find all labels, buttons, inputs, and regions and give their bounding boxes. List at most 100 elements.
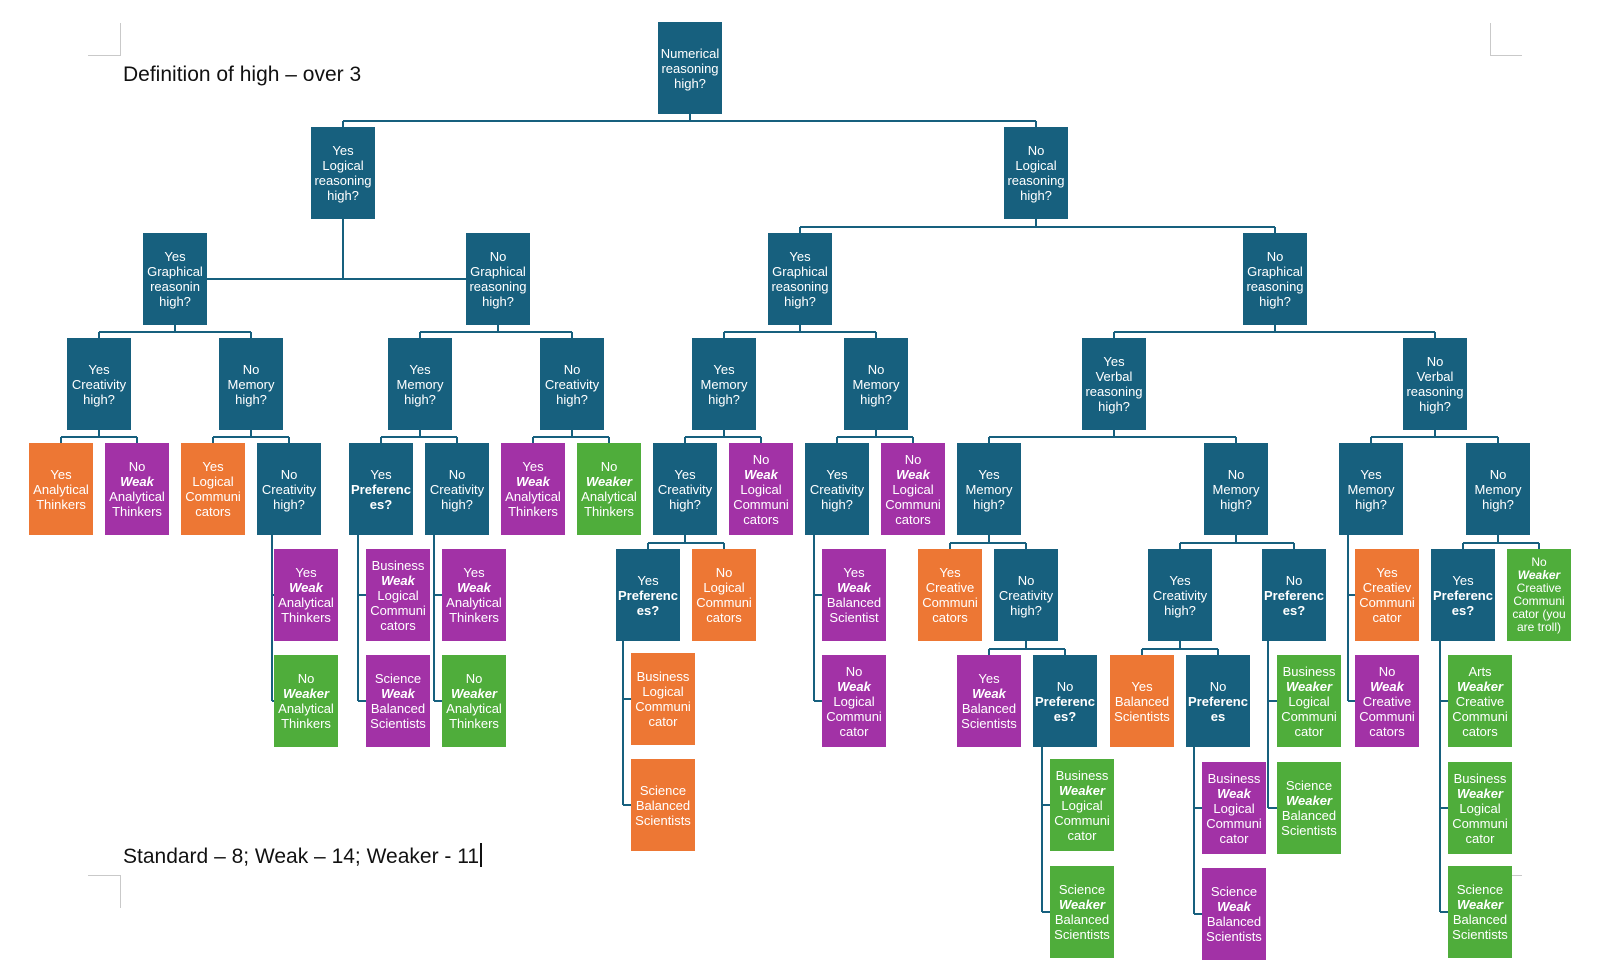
node-text: Communi xyxy=(1206,815,1262,831)
node-text: Memory xyxy=(227,376,275,392)
node-text: No xyxy=(1426,354,1444,369)
node-text: Science xyxy=(1210,884,1258,899)
node-text: Business xyxy=(1282,663,1336,679)
node-text: Science xyxy=(374,671,422,686)
node-text: high? xyxy=(1164,602,1196,618)
node-text: No xyxy=(1027,143,1045,158)
node-text: Communi xyxy=(1452,708,1508,724)
node-text: cators xyxy=(932,610,968,625)
node-text: Thinkers xyxy=(508,504,558,519)
node-text: reasoning xyxy=(1085,384,1143,399)
node-text: Scientists xyxy=(1452,927,1508,942)
node-text: cators xyxy=(380,617,416,633)
node-text: Memory xyxy=(1474,481,1522,497)
node-text: No xyxy=(242,361,260,377)
node-text: Yes xyxy=(1131,678,1153,694)
node-text: Scientist xyxy=(829,610,879,625)
node-text: Logical xyxy=(740,481,782,497)
node-text: Thinkers xyxy=(449,610,499,625)
node-text: Weaker xyxy=(1456,678,1503,694)
node-text: Creative xyxy=(925,580,975,595)
node-text: Weak xyxy=(1370,678,1404,694)
node-text: Scientists xyxy=(1114,708,1170,724)
node-text: Balanced xyxy=(370,701,426,716)
node-text: No xyxy=(1378,663,1396,679)
node-text: high? xyxy=(674,75,706,91)
node-text: cators xyxy=(706,610,742,625)
node-text: cator xyxy=(1465,830,1495,846)
node-text: Logical xyxy=(1213,800,1255,816)
node-text: Thinkers xyxy=(281,610,331,625)
node-text: Memory xyxy=(1212,481,1260,497)
node-text: Weaker xyxy=(1456,897,1503,912)
node-text: Yes xyxy=(1103,354,1125,369)
crop-mark-top-right-v xyxy=(1490,23,1491,56)
node-text: No xyxy=(1489,466,1507,482)
node-text: Verbal xyxy=(1095,369,1133,384)
node-text: Memory xyxy=(700,376,748,392)
node-text: No xyxy=(752,451,770,467)
node-text: Communi xyxy=(733,496,789,512)
node-text: es? xyxy=(1451,602,1475,618)
node-text: Memory xyxy=(852,376,900,392)
node-text: No xyxy=(600,459,618,474)
node-text: Science xyxy=(1456,882,1504,897)
node-text: No xyxy=(448,466,466,482)
node-text: Yes xyxy=(463,565,485,580)
node-text: Communi xyxy=(885,496,941,512)
node-text: Analytical xyxy=(446,595,502,610)
node-text: Business xyxy=(636,669,690,684)
node-text: Yes xyxy=(939,565,961,580)
node-text: Yes xyxy=(164,249,186,264)
node-text: Weaker xyxy=(1058,897,1105,912)
node-text: are troll) xyxy=(1516,620,1561,634)
node-text: Balanced xyxy=(1054,912,1110,927)
node-text: high? xyxy=(441,496,473,512)
node-text: Yes xyxy=(826,466,848,482)
node-text: cator xyxy=(1219,830,1249,846)
node-text: Yes xyxy=(713,361,735,377)
node-text: Yes xyxy=(202,459,224,474)
node-text: Weak xyxy=(120,474,154,489)
node-text: Business xyxy=(371,557,425,573)
node-text: Analytical xyxy=(505,489,561,504)
node-text: Communi xyxy=(1281,708,1337,724)
node-text: Creative xyxy=(1516,581,1562,595)
node-text: reasoning xyxy=(1007,173,1065,188)
node-text: cators xyxy=(1369,723,1405,739)
node-text: Creativity xyxy=(429,481,485,497)
node-text: Logical xyxy=(892,481,934,497)
node-text: Preferenc xyxy=(351,481,411,497)
